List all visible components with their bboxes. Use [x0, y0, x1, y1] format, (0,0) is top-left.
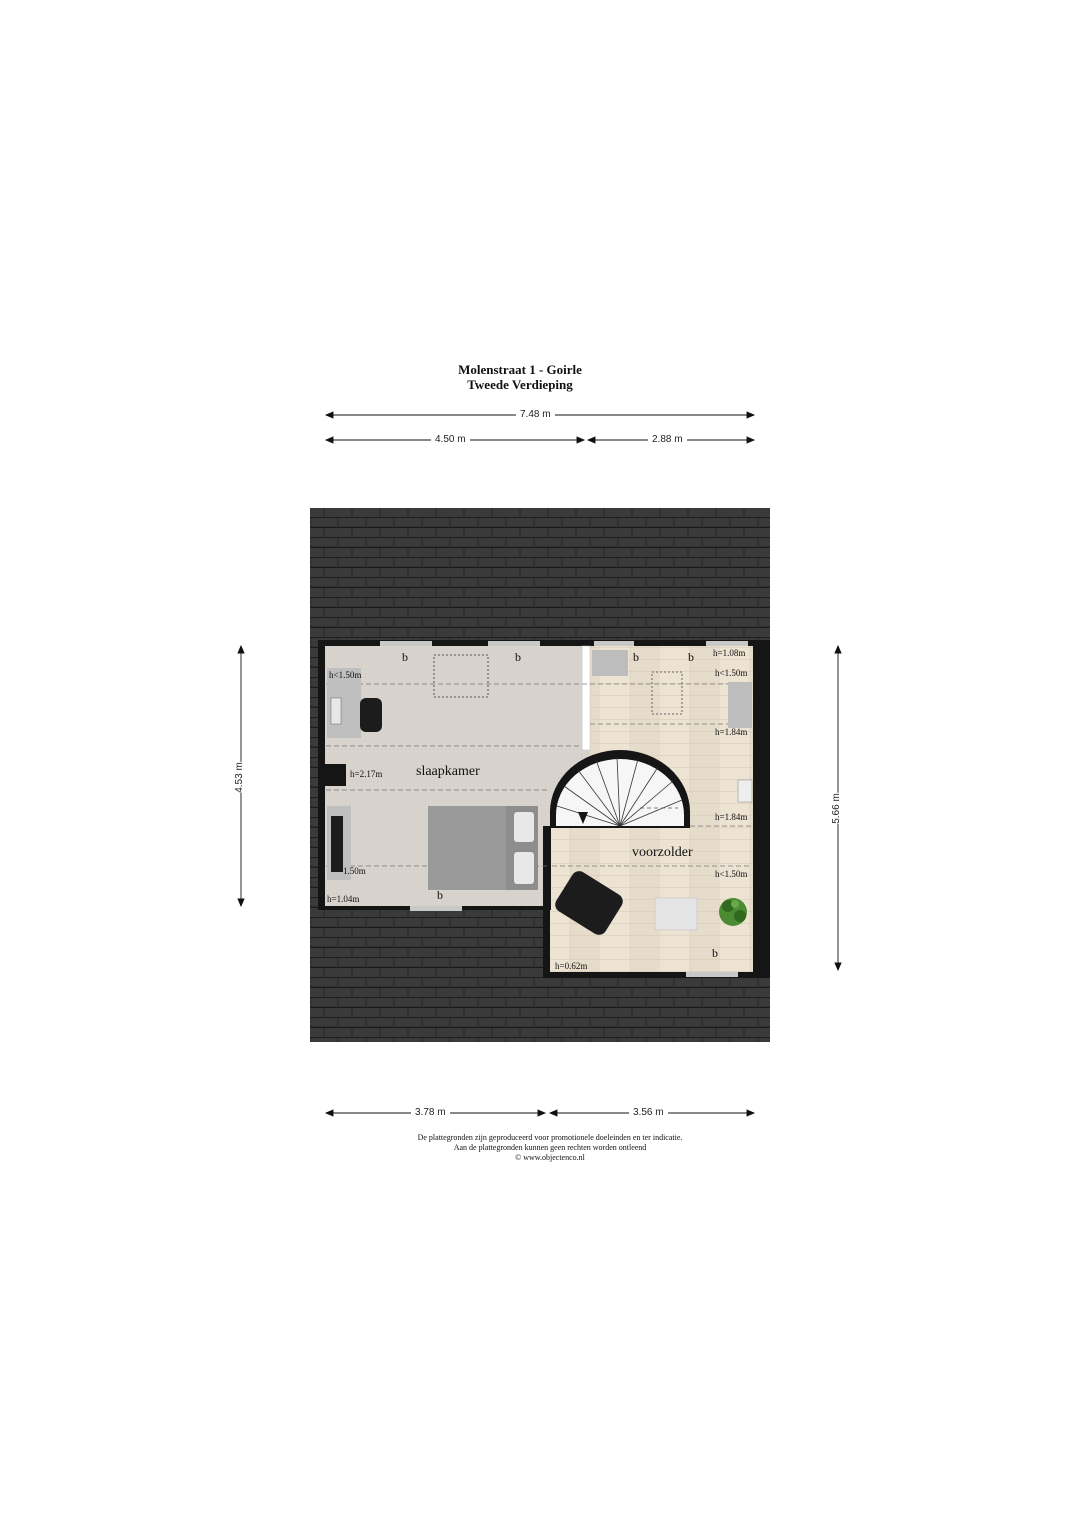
dim-top-right: 2.88 m: [648, 434, 687, 445]
room-label-voorzolder: voorzolder: [632, 845, 693, 860]
window-1: [380, 641, 432, 646]
height-sk-bottom2: h=1.04m: [327, 894, 360, 904]
height-vz-top2: h<1.50m: [715, 668, 748, 678]
stair-arrow: [578, 812, 588, 824]
cabinet-top-left: [592, 650, 628, 676]
cabinet-right: [728, 682, 752, 728]
height-sk-mid: h=2.17m: [350, 769, 383, 779]
dim-bottom-right: 3.56 m: [629, 1107, 668, 1118]
tv: [331, 816, 343, 872]
height-sk-bottom1: 1.50m: [343, 866, 366, 876]
room-label-slaapkamer: slaapkamer: [416, 764, 480, 779]
window-6: [686, 972, 738, 977]
pillow-1: [514, 812, 534, 842]
copyright: © www.objectenco.nl: [515, 1153, 585, 1162]
pillow-2: [514, 852, 534, 884]
height-vz-bottom: h=0.62m: [555, 961, 588, 971]
bed-cover: [428, 806, 506, 890]
height-vz-top1: h=1.08m: [713, 648, 746, 658]
height-lines: [326, 683, 752, 867]
plan-title: Molenstraat 1 - Goirle Tweede Verdieping: [380, 362, 660, 392]
height-sk-top: h<1.50m: [329, 670, 362, 680]
partition-wall-vertical: [581, 645, 591, 751]
dim-right-height: 5.66 m: [826, 793, 846, 824]
stair-steps: [556, 756, 683, 827]
height-vz-mid1: h=1.84m: [715, 727, 748, 737]
dim-top-left: 4.50 m: [431, 434, 470, 445]
address-title: Molenstraat 1 - Goirle: [458, 362, 582, 377]
window-4: [706, 641, 748, 646]
partition-wall-lower: [543, 826, 551, 910]
laptop: [330, 697, 342, 725]
dim-top-total: 7.48 m: [516, 409, 555, 420]
marker-b-5: b: [437, 888, 443, 902]
dim-left-height: 4.53 m: [229, 762, 249, 793]
disclaimer-line-2: Aan de plattegronden kunnen geen rechten…: [453, 1143, 647, 1152]
window-5: [410, 906, 462, 911]
dim-bottom-left: 3.78 m: [411, 1107, 450, 1118]
disclaimer-line-1: De plattegronden zijn geproduceerd voor …: [417, 1133, 683, 1142]
marker-b-4: b: [688, 650, 694, 664]
window-3: [594, 641, 634, 646]
marker-b-3: b: [633, 650, 639, 664]
height-vz-lower: h<1.50m: [715, 869, 748, 879]
plant: [719, 898, 747, 926]
armchair: [555, 871, 623, 935]
chimney: [318, 764, 346, 786]
disclaimer: De plattegronden zijn geproduceerd voor …: [300, 1133, 800, 1163]
marker-b-2: b: [515, 650, 521, 664]
toilet: [737, 779, 753, 803]
marker-b-1: b: [402, 650, 408, 664]
marker-b-6: b: [712, 946, 718, 960]
window-2: [488, 641, 540, 646]
desk-chair: [360, 698, 382, 732]
floor-title: Tweede Verdieping: [467, 377, 573, 392]
side-table: [654, 897, 698, 931]
height-vz-mid2: h=1.84m: [715, 812, 748, 822]
